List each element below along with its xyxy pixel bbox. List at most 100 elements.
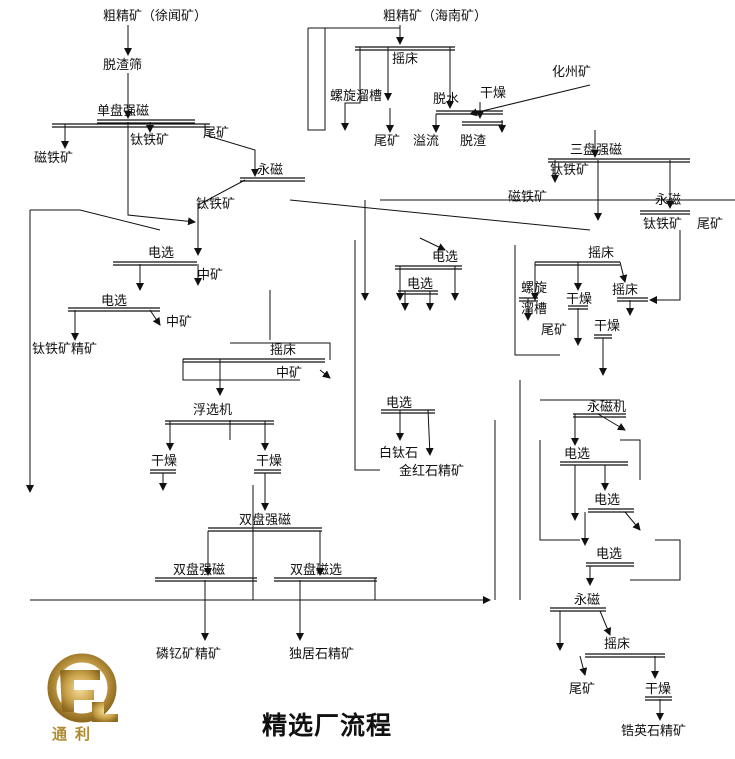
flow-arrow bbox=[624, 511, 641, 531]
label-dry-top: 干燥 bbox=[480, 86, 507, 101]
label-dry-2: 干燥 bbox=[566, 292, 593, 307]
equipment-bar bbox=[165, 420, 274, 425]
flow-arrow bbox=[149, 309, 161, 326]
label-ilmenite-3: 钛铁矿 bbox=[196, 197, 236, 212]
label-spiral-2b: 溜槽 bbox=[521, 302, 548, 317]
equipment-bar bbox=[548, 158, 690, 163]
flow-arrow bbox=[579, 655, 588, 676]
label-tailings-3: 尾矿 bbox=[697, 217, 724, 232]
label-crude-hainan: 粗精矿（海南矿） bbox=[383, 9, 488, 24]
label-leucoxene: 白钛石 bbox=[379, 446, 419, 461]
equipment-bar bbox=[52, 123, 210, 128]
label-elec-6: 电选 bbox=[564, 447, 591, 462]
label-ilmenite-4: 钛铁矿 bbox=[643, 217, 683, 232]
label-elec-3: 电选 bbox=[407, 277, 434, 292]
equipment-bar bbox=[274, 577, 377, 582]
label-magnetite-2: 磁铁矿 bbox=[508, 190, 548, 205]
connector-line bbox=[354, 240, 380, 471]
equipment-bar bbox=[155, 577, 257, 582]
flow-arrow bbox=[599, 610, 611, 636]
label-ilmenite-1: 钛铁矿 bbox=[130, 133, 170, 148]
label-dewater: 脱水 bbox=[433, 92, 460, 107]
equipment-bar bbox=[436, 110, 503, 115]
label-xenotime: 磷钇矿精矿 bbox=[156, 647, 222, 662]
equipment-bar bbox=[183, 358, 325, 363]
flow-arrow bbox=[204, 124, 259, 177]
label-elec-5: 电选 bbox=[386, 396, 413, 411]
flow-arrow bbox=[469, 84, 591, 117]
equipment-bar bbox=[640, 210, 690, 215]
equipment-bar bbox=[355, 46, 455, 51]
label-de-slag: 脱渣 bbox=[460, 134, 487, 149]
label-tailings-4: 尾矿 bbox=[541, 323, 568, 338]
flow-arrow bbox=[425, 409, 434, 456]
label-monazite: 独居石精矿 bbox=[289, 647, 355, 662]
label-dry-3: 干燥 bbox=[594, 319, 621, 334]
label-magnetite-1: 磁铁矿 bbox=[34, 151, 74, 166]
page-title: 精选厂流程 bbox=[262, 711, 393, 740]
flow-arrow bbox=[597, 413, 626, 431]
label-huazhou: 化州矿 bbox=[552, 65, 592, 80]
label-crude-xuwen: 粗精矿（徐闻矿） bbox=[103, 9, 208, 24]
label-double-disc-3: 双盘磁选 bbox=[290, 563, 343, 578]
label-shaking-table-4: 摇床 bbox=[270, 343, 297, 358]
label-perm-mag-machine: 永磁机 bbox=[587, 400, 627, 415]
label-tailings-1: 尾矿 bbox=[203, 126, 230, 141]
label-middlings-1: 中矿 bbox=[197, 268, 224, 283]
equipment-bar bbox=[585, 653, 665, 658]
equipment-bar bbox=[462, 121, 503, 126]
connector-line bbox=[30, 209, 161, 231]
equipment-bar bbox=[550, 607, 606, 612]
label-ilmenite-concentrate: 钛铁矿精矿 bbox=[32, 342, 98, 357]
flow-arrow bbox=[341, 47, 361, 131]
label-tailings-5: 尾矿 bbox=[569, 682, 596, 697]
equipment-bar bbox=[594, 334, 612, 339]
label-elec-4: 电选 bbox=[101, 294, 128, 309]
label-rutile-concentrate: 金红石精矿 bbox=[399, 464, 465, 479]
connector-line bbox=[289, 199, 591, 231]
label-elec-2: 电选 bbox=[432, 250, 459, 265]
label-shaking-table-top: 摇床 bbox=[392, 52, 419, 67]
equipment-bar bbox=[113, 261, 197, 266]
label-single-disc: 单盘强磁 bbox=[97, 104, 150, 119]
label-middlings-2: 中矿 bbox=[166, 315, 193, 330]
label-elec-7: 电选 bbox=[594, 493, 621, 508]
equipment-bar bbox=[586, 562, 634, 567]
label-perm-mag-3: 永磁 bbox=[574, 593, 601, 608]
connector-line bbox=[307, 28, 326, 131]
equipment-bar bbox=[381, 409, 435, 414]
flow-arrow bbox=[194, 179, 246, 256]
label-perm-mag-2: 永磁 bbox=[655, 193, 682, 208]
label-desliming-screen: 脱渣筛 bbox=[103, 58, 143, 73]
label-tailings-2: 尾矿 bbox=[374, 134, 401, 149]
label-zircon: 锆英石精矿 bbox=[621, 724, 687, 739]
equipment-bar bbox=[560, 461, 628, 466]
connector-line bbox=[620, 439, 641, 480]
label-flotation: 浮选机 bbox=[193, 403, 233, 418]
flow-arrow bbox=[127, 122, 196, 226]
equipment-bar bbox=[254, 469, 281, 474]
label-double-disc-2: 双盘强磁 bbox=[173, 563, 226, 578]
label-spiral-2a: 螺旋 bbox=[521, 281, 548, 296]
label-shaking-table-2: 摇床 bbox=[588, 246, 615, 261]
connector-line bbox=[230, 342, 331, 360]
label-dry-5: 干燥 bbox=[256, 454, 283, 469]
connector-line bbox=[182, 359, 300, 381]
equipment-bar bbox=[97, 119, 195, 124]
equipment-bar bbox=[395, 265, 462, 270]
flow-arrow bbox=[419, 237, 446, 251]
connector-line bbox=[539, 440, 580, 541]
label-shaking-table-5: 摇床 bbox=[604, 637, 631, 652]
label-elec-1: 电选 bbox=[148, 246, 175, 261]
equipment-bar bbox=[588, 508, 634, 513]
label-spiral-chute: 螺旋溜槽 bbox=[330, 89, 383, 104]
label-three-disc: 三盘强磁 bbox=[570, 143, 623, 158]
label-dry-6: 干燥 bbox=[645, 682, 672, 697]
label-double-disc-1: 双盘强磁 bbox=[239, 513, 292, 528]
label-middlings-3: 中矿 bbox=[276, 366, 303, 381]
equipment-bar bbox=[240, 177, 305, 182]
flow-arrow bbox=[649, 230, 681, 304]
brand-name: 通利 bbox=[52, 725, 99, 743]
equipment-bar bbox=[617, 297, 648, 302]
